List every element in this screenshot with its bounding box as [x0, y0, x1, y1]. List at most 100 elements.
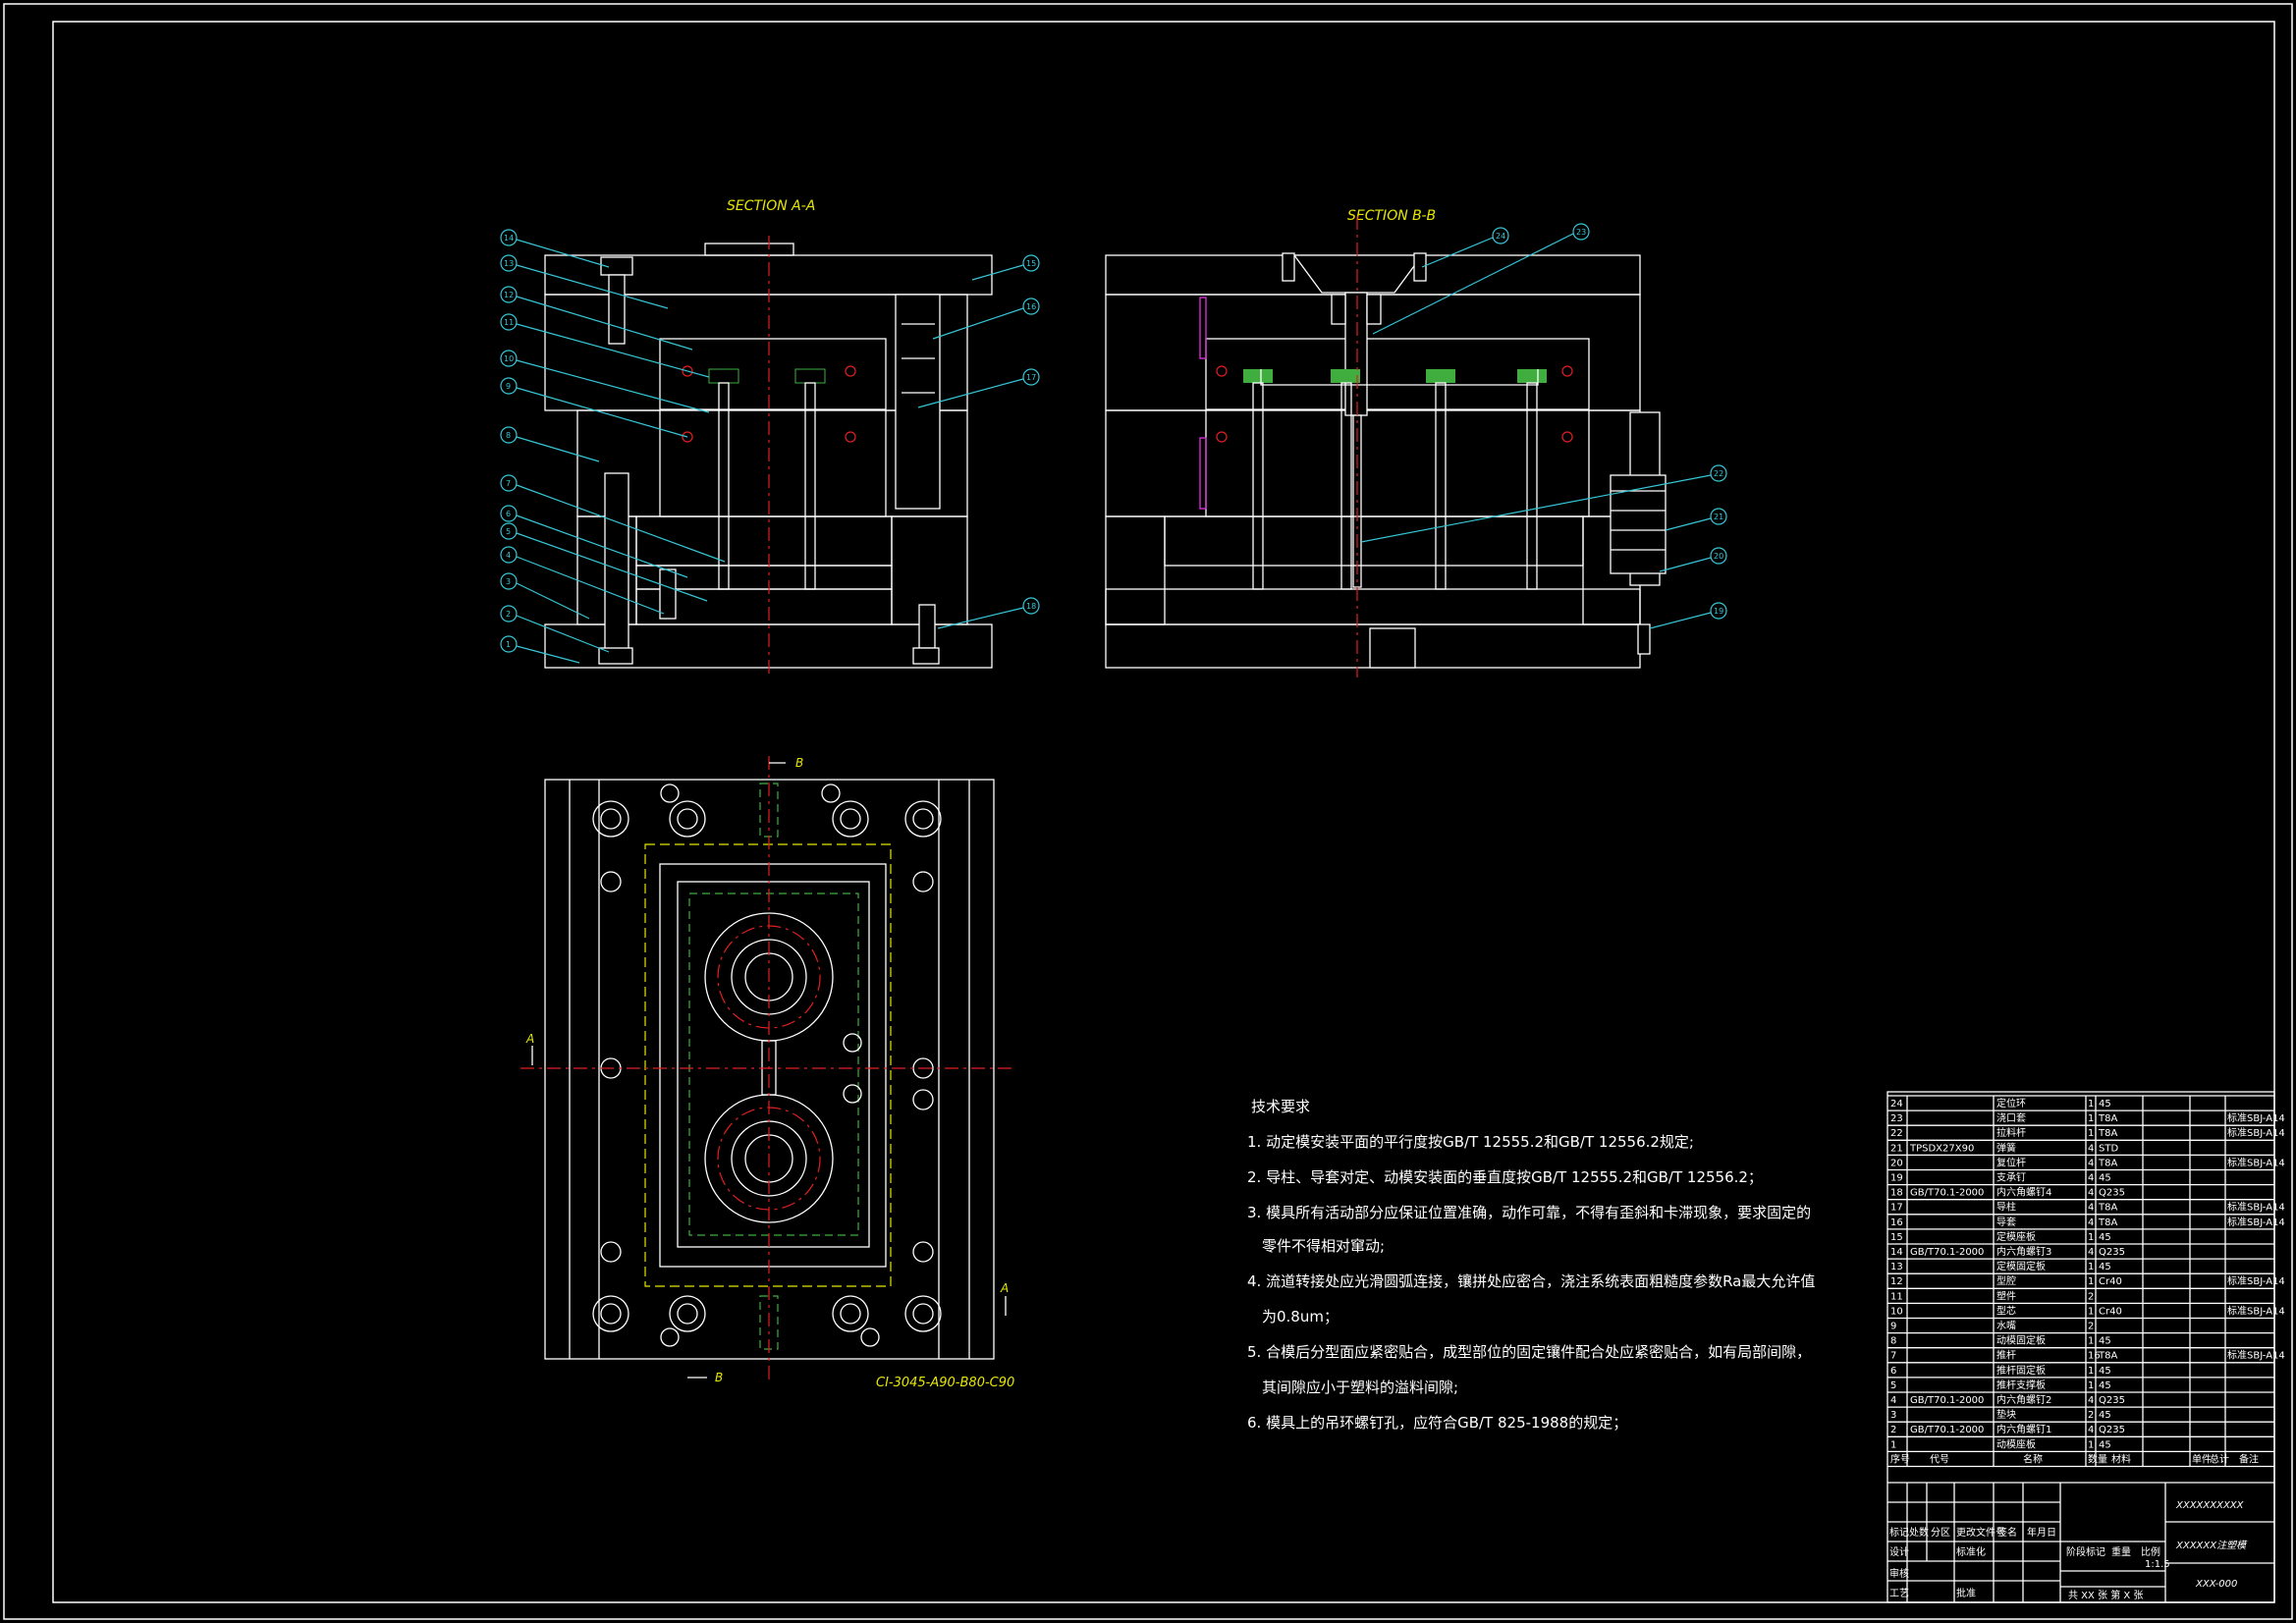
svg-text:年月日: 年月日 — [2027, 1526, 2056, 1539]
bom-qty: 1 — [2088, 1366, 2094, 1377]
bom-note: 标准SBJ-A14 — [2227, 1127, 2285, 1139]
title-org: XXXXXXXXXX — [2175, 1500, 2245, 1511]
bom-header-cell: 备注 — [2239, 1452, 2259, 1465]
title-block: XXXXXXXXXX XXXXXX注塑模 XXX-000 1:1.5 共 XX … — [1887, 1482, 2274, 1602]
bom-no: 20 — [1890, 1158, 1903, 1168]
title-drawing-no: XXX-000 — [2195, 1579, 2237, 1590]
bom-qty: 4 — [2088, 1143, 2094, 1154]
svg-text:4: 4 — [506, 551, 511, 560]
bom-no: 8 — [1890, 1336, 1896, 1347]
svg-text:分区: 分区 — [1931, 1527, 1950, 1539]
bom-name: 动模座板 — [1996, 1437, 2036, 1450]
bom-qty: 1 — [2088, 1276, 2094, 1287]
bom-qty: 1 — [2088, 1380, 2094, 1391]
callout-18: 18 — [937, 597, 1040, 629]
svg-text:A: A — [1000, 1281, 1009, 1295]
callout-12: 12 — [500, 286, 693, 351]
bom-name: 推杆支撑板 — [1996, 1379, 2046, 1391]
bom-no: 12 — [1890, 1276, 1903, 1287]
mold-base-code: CI-3045-A90-B80-C90 — [876, 1376, 1014, 1390]
bom-mat: Cr40 — [2099, 1306, 2122, 1317]
bom-name: 动模固定板 — [1996, 1334, 2046, 1347]
title-drawing-name: XXXXXX注塑模 — [2175, 1540, 2248, 1551]
bom-note: 标准SBJ-A14 — [2227, 1157, 2285, 1168]
bom-header-cell: 数量 — [2088, 1452, 2107, 1465]
svg-text:B: B — [715, 1371, 723, 1384]
bom-mat: 45 — [2099, 1262, 2111, 1272]
svg-text:标准化: 标准化 — [1956, 1545, 1986, 1558]
bom-mat: 45 — [2099, 1366, 2111, 1377]
plan-view: B B A A CI-3045-A90-B80-C90 — [520, 756, 1014, 1390]
svg-text:17: 17 — [1026, 373, 1036, 382]
bom-note: 标准SBJ-A14 — [2227, 1275, 2285, 1287]
svg-text:标记: 标记 — [1889, 1527, 1909, 1539]
bom-mat: 45 — [2099, 1410, 2111, 1421]
bom-no: 10 — [1890, 1306, 1903, 1317]
plan-marker-b-top: B — [769, 756, 803, 770]
bom-code: TPSDX27X90 — [1909, 1143, 1974, 1154]
bom-mat: T8A — [2098, 1351, 2117, 1362]
title-sheets: 共 XX 张 第 X 张 — [2068, 1589, 2143, 1601]
bom-no: 22 — [1890, 1128, 1903, 1139]
bom-name: 拉料杆 — [1996, 1126, 2026, 1139]
bom-mat: 45 — [2099, 1099, 2111, 1109]
bom-no: 16 — [1890, 1217, 1903, 1228]
callout-1: 1 — [500, 635, 580, 664]
bom-mat: Q235 — [2099, 1395, 2125, 1406]
bom-no: 15 — [1890, 1232, 1903, 1243]
svg-text:18: 18 — [1026, 602, 1036, 611]
bom-no: 23 — [1890, 1113, 1903, 1124]
callout-7: 7 — [500, 474, 726, 563]
bom-qty: 4 — [2088, 1247, 2094, 1258]
bom-mat: 45 — [2099, 1173, 2111, 1184]
bom-qty: 2 — [2088, 1291, 2094, 1302]
bom-mat: Q235 — [2099, 1188, 2125, 1199]
bom-no: 11 — [1890, 1291, 1903, 1302]
bom-qty: 4 — [2088, 1203, 2094, 1214]
bom-name: 内六角螺钉3 — [1996, 1245, 2051, 1258]
bom-name: 内六角螺钉2 — [1996, 1393, 2051, 1406]
bom-qty: 4 — [2088, 1158, 2094, 1168]
bom-note: 标准SBJ-A14 — [2227, 1217, 2285, 1228]
bom-name: 导柱 — [1996, 1201, 2016, 1214]
callout-2: 2 — [500, 605, 610, 653]
callout-19: 19 — [1649, 602, 1727, 629]
bom-mat: T8A — [2098, 1203, 2117, 1214]
bom-no: 2 — [1890, 1425, 1896, 1435]
bom-qty: 1 — [2088, 1232, 2094, 1243]
section-a-view: SECTION A-A — [544, 198, 993, 677]
svg-text:7: 7 — [506, 479, 511, 488]
tech-line-2: 2. 导柱、导套对定、动模安装面的垂直度按GB/T 12555.2和GB/T 1… — [1247, 1168, 1763, 1186]
svg-text:16: 16 — [1026, 302, 1036, 311]
bom-qty: 2 — [2088, 1322, 2094, 1332]
title-scale: 1:1.5 — [2145, 1559, 2170, 1570]
plan-marker-a-right: A — [1000, 1281, 1009, 1316]
bom-code: GB/T70.1-2000 — [1910, 1247, 1984, 1258]
bom-qty: 1 — [2088, 1262, 2094, 1272]
callout-16: 16 — [932, 298, 1040, 340]
svg-text:设计: 设计 — [1889, 1545, 1909, 1558]
svg-text:1: 1 — [506, 640, 511, 649]
tech-line-4b: 为0.8um； — [1262, 1308, 1339, 1325]
outer-border — [3, 3, 2293, 1620]
bom-header-cell: 序号 — [1890, 1452, 1910, 1465]
tech-line-6: 6. 模具上的吊环螺钉孔，应符合GB/T 825-1988的规定； — [1247, 1414, 1627, 1432]
svg-text:20: 20 — [1714, 552, 1723, 561]
svg-text:签名: 签名 — [1997, 1526, 2017, 1539]
bom-header-cell: 名称 — [2023, 1452, 2043, 1465]
